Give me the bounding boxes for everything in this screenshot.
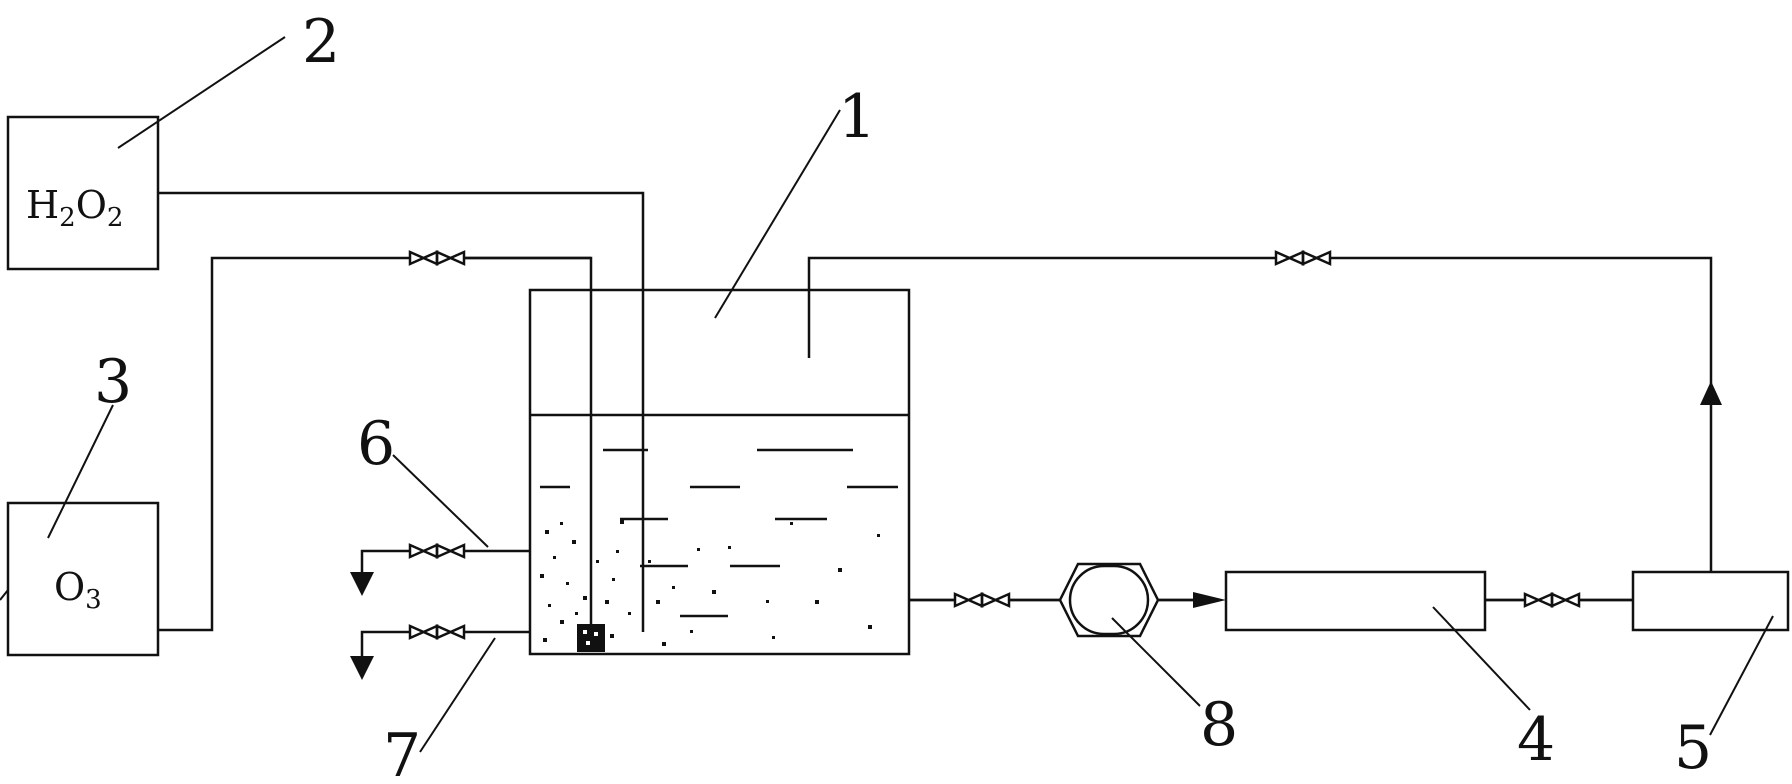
diffuser	[577, 624, 605, 652]
valve-outlet-6	[408, 543, 466, 559]
label-outlet-6: 6	[357, 409, 395, 479]
valve-outlet-7	[408, 624, 466, 640]
label-h2o2-tank: 2	[302, 7, 340, 77]
label-unit-4: 4	[1517, 705, 1555, 775]
label-ozone-generator: 3	[94, 347, 132, 417]
valve-reactor-outlet	[953, 592, 1011, 608]
label-unit-5: 5	[1674, 713, 1712, 783]
unit-4	[1224, 570, 1487, 632]
pump	[1058, 562, 1226, 638]
drain-arrow-6	[350, 572, 374, 596]
h2o2-label-sub2: 2	[107, 203, 124, 233]
flow-arrow-to-unit4	[1193, 592, 1226, 608]
valve-unit4-outlet	[1523, 592, 1581, 608]
o3-label-sub: 3	[85, 585, 102, 615]
label-reactor: 1	[838, 82, 876, 152]
h2o2-label-sub1: 2	[59, 203, 76, 233]
recycle-return-line	[807, 256, 1713, 572]
particles	[540, 520, 880, 646]
svg-text:O3: O3	[54, 565, 102, 615]
flow-arrow-up	[1700, 381, 1722, 405]
reactor-tank	[528, 288, 911, 656]
h2o2-label-h: H	[26, 183, 59, 227]
h2o2-tank: H2O2	[6, 115, 160, 271]
h2o2-label-o: O	[76, 183, 107, 227]
h2o2-feed-line	[158, 191, 645, 632]
svg-text:H2O2: H2O2	[26, 183, 123, 233]
outlet-7-line	[360, 630, 530, 658]
ozone-generator: O3	[0, 501, 160, 657]
label-outlet-7: 7	[383, 721, 421, 784]
ozone-feed-line	[158, 256, 593, 632]
drain-arrow-7	[350, 656, 374, 680]
o3-label-o: O	[54, 565, 85, 609]
valve-ozone	[408, 250, 466, 266]
unit-5	[1631, 570, 1790, 632]
valve-recycle	[1274, 250, 1332, 266]
label-pump: 8	[1200, 690, 1238, 760]
outlet-6-line	[360, 549, 530, 572]
